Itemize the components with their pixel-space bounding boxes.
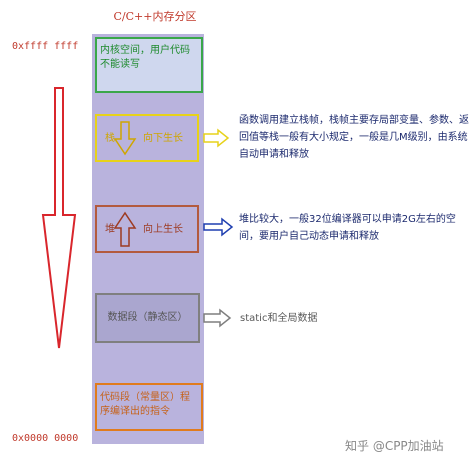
address-low-label: 0x0000 0000 bbox=[12, 433, 79, 444]
heap-note: 堆比较大，一般32位编译器可以申请2G左右的空间，要用户自己动态申请和释放 bbox=[239, 214, 456, 242]
address-high-label: 0xffff ffff bbox=[12, 41, 79, 52]
stack-direction-label: 向下生长 bbox=[143, 133, 183, 144]
memory-column bbox=[92, 34, 204, 444]
heap-up-arrow-icon bbox=[113, 211, 137, 247]
heap-segment: 堆 向上生长 bbox=[95, 205, 199, 253]
diagram-title: C/C++内存分区 bbox=[113, 10, 197, 23]
big-down-arrow bbox=[41, 87, 77, 349]
heap-note-arrow-icon bbox=[203, 217, 234, 237]
heap-label: 堆 bbox=[105, 224, 115, 235]
stack-segment: 栈 向下生长 bbox=[95, 114, 199, 162]
heap-direction-label: 向上生长 bbox=[143, 224, 183, 235]
static-note: static和全局数据 bbox=[240, 313, 318, 324]
stack-label: 栈 bbox=[105, 133, 115, 144]
watermark-text: 知乎 @CPP加油站 bbox=[345, 439, 444, 453]
static-note-arrow-icon bbox=[203, 308, 232, 328]
stack-note: 函数调用建立栈帧，栈帧主要存局部变量、参数、返回值等栈一般有大小规定，一般是几M… bbox=[239, 115, 469, 160]
kernel-space-segment: 内核空间，用户代码不能读写 bbox=[95, 37, 203, 93]
stack-note-arrow-icon bbox=[203, 128, 230, 148]
code-segment: 代码段（常量区）程序编译出的指令 bbox=[95, 383, 203, 431]
stack-down-arrow-icon bbox=[113, 121, 137, 156]
data-segment: 数据段（静态区） bbox=[95, 293, 200, 343]
